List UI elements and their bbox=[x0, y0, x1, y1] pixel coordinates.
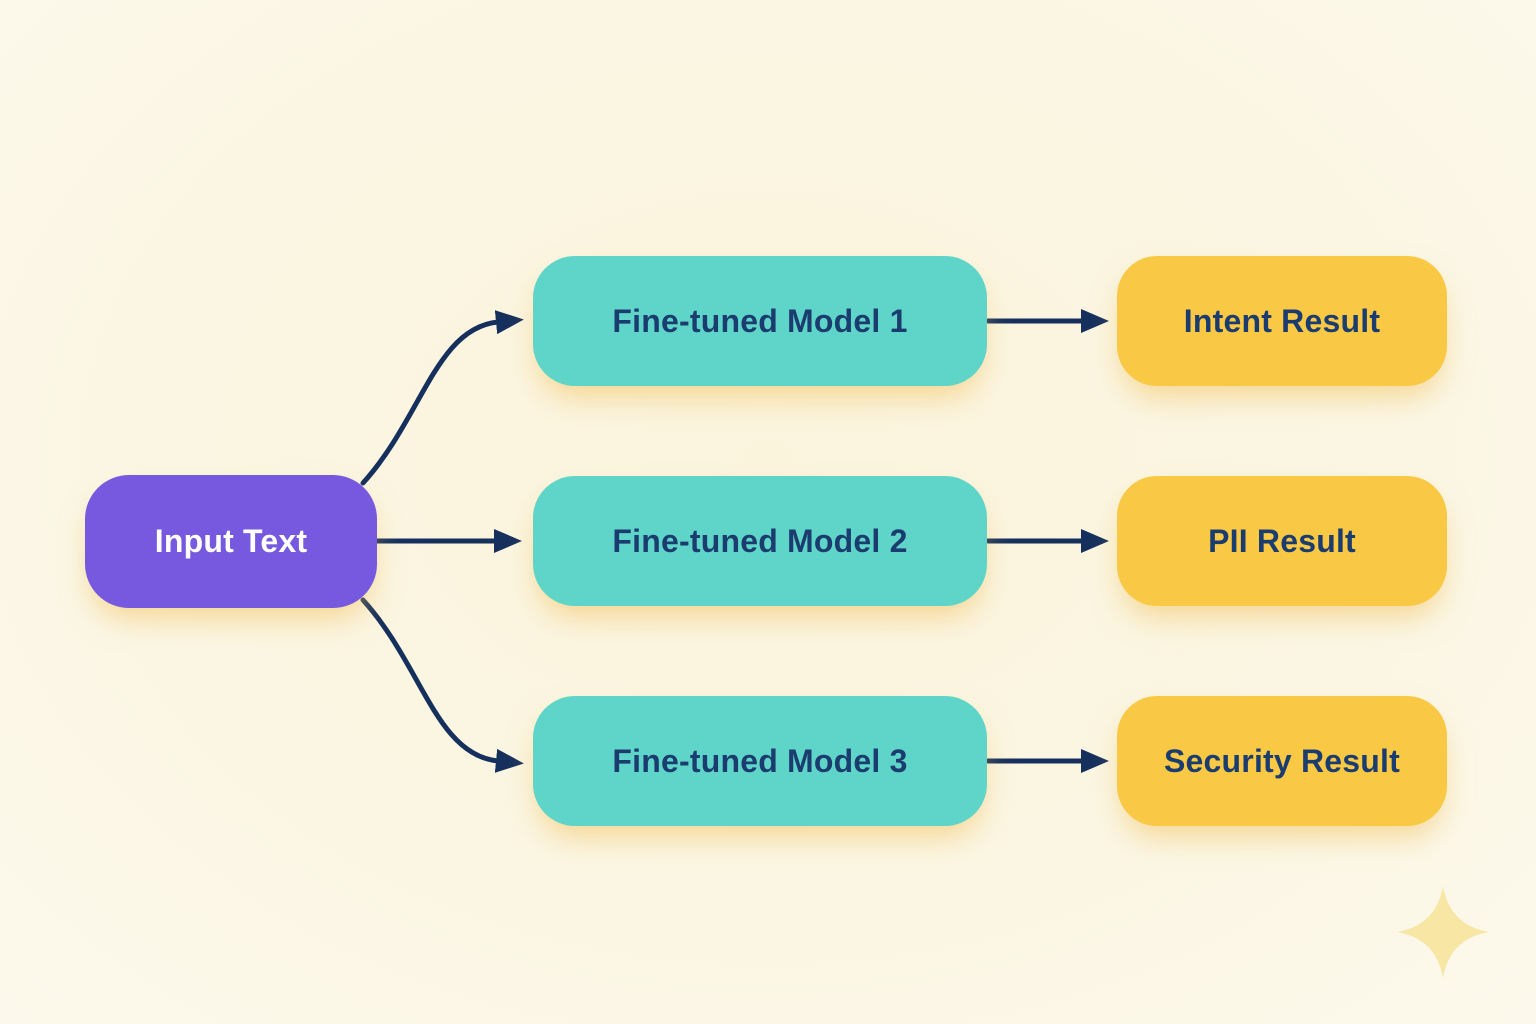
node-input-text-label: Input Text bbox=[154, 523, 308, 559]
sparkle-icon bbox=[1396, 885, 1490, 979]
node-fine-tuned-model-1-label: Fine-tuned Model 1 bbox=[612, 302, 908, 339]
node-input-text: Input Text bbox=[85, 475, 377, 608]
node-pii-result: PII Result bbox=[1117, 476, 1447, 606]
node-fine-tuned-model-3: Fine-tuned Model 3 bbox=[533, 696, 987, 826]
node-intent-result: Intent Result bbox=[1117, 256, 1447, 386]
node-security-result: Security Result bbox=[1117, 696, 1447, 826]
node-fine-tuned-model-2-label: Fine-tuned Model 2 bbox=[612, 522, 908, 559]
node-fine-tuned-model-1: Fine-tuned Model 1 bbox=[533, 256, 987, 386]
node-pii-result-label: PII Result bbox=[1208, 522, 1356, 559]
node-fine-tuned-model-2: Fine-tuned Model 2 bbox=[533, 476, 987, 606]
edge-input-to-model1 bbox=[360, 310, 524, 486]
node-fine-tuned-model-3-label: Fine-tuned Model 3 bbox=[612, 742, 908, 779]
edge-input-to-model3 bbox=[360, 597, 524, 773]
node-security-result-label: Security Result bbox=[1164, 742, 1400, 779]
node-intent-result-label: Intent Result bbox=[1183, 302, 1381, 339]
